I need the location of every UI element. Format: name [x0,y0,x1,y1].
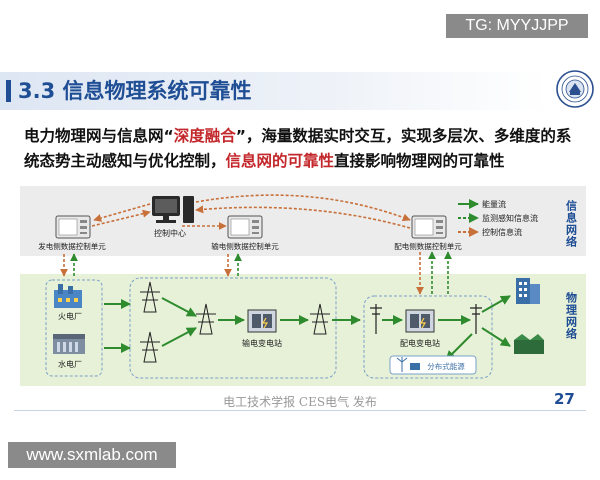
gen-control-unit-label: 发电侧数据控制单元 [38,241,106,251]
energy-flow-arrow [161,327,197,347]
legend-monitoring-flow: 监测感知信息流 [482,213,538,223]
legend: 能量流 监测感知信息流 控制信息流 [458,199,538,237]
pole-icon [370,304,382,334]
thermal-plant-label: 火电厂 [58,311,82,321]
slide-title: 3.3 信息物理系统可靠性 [18,79,252,103]
distributed-energy-label: 分布式能源 [427,361,465,371]
factory-icon [514,334,544,354]
physical-layer-label: 物理网络 [565,291,578,340]
dist-substation-label: 配电变电站 [400,338,440,348]
page-number: 27 [554,390,575,408]
cyber-physical-diagram: 信息网络 物理网络 控制中心 发电侧数据控制单元 输电侧数据控制单元 配电侧数据… [20,186,586,386]
dist-control-unit-icon [411,215,447,239]
pole-icon [470,304,482,334]
title-bar [0,72,548,110]
energy-flow-arrow [481,327,511,347]
trans-control-unit-label: 输电侧数据控制单元 [211,241,279,251]
publisher-credit: 电工技术学报 CES电气 发布 [223,395,377,409]
physical-network-band [20,274,586,386]
control-center-icon [152,196,194,223]
wind-turbine-icon [396,357,408,372]
generation-box [45,279,103,377]
title-accent [6,80,11,102]
trans-control-unit-icon [227,215,263,239]
distribution-box [363,295,493,379]
transmission-box [129,277,337,379]
control-center-label: 控制中心 [154,228,186,238]
tower-icon [140,331,160,363]
energy-flow-arrow [161,297,197,317]
trans-substation-icon [247,309,277,333]
legend-energy-flow: 能量流 [482,199,506,209]
dist-substation-icon [405,309,435,333]
tower-icon [310,303,330,335]
thermal-plant-icon [54,284,82,308]
hydro-plant-icon [53,334,85,354]
hydro-plant-label: 水电厂 [58,359,82,369]
para-part-3: 直接影响物理网的可靠性 [334,152,505,170]
university-logo-icon [556,70,594,108]
office-building-icon [516,278,540,304]
dist-control-unit-label: 配电侧数据控制单元 [394,241,462,251]
flow-control-to-dist [195,194,411,222]
gen-control-unit-icon [55,215,91,239]
para-part-2: ”，海量数据实时交互，实现多层次、多维度的系统态势主动感知与优化控制， [24,127,572,170]
legend-control-flow: 控制信息流 [482,227,522,237]
trans-substation-label: 输电变电站 [242,338,282,348]
para-highlight-2: 信息网的可靠性 [225,152,335,170]
tower-icon [196,303,216,335]
para-part-1: 电力物理网与信息网“ [24,127,174,145]
watermark-top: TG: MYYJJPP [446,14,588,38]
flow-dist-to-control [195,205,411,229]
tower-icon [140,281,160,313]
para-highlight-1: 深度融合 [173,127,236,145]
energy-flow-arrow [481,295,511,313]
info-layer-label: 信息网络 [565,199,578,248]
solar-panel-icon [410,363,420,370]
intro-paragraph: 电力物理网与信息网“深度融合”，海量数据实时交互，实现多层次、多维度的系统态势主… [24,124,584,174]
watermark-bottom: www.sxmlab.com [8,442,176,468]
footer-divider [14,410,586,411]
